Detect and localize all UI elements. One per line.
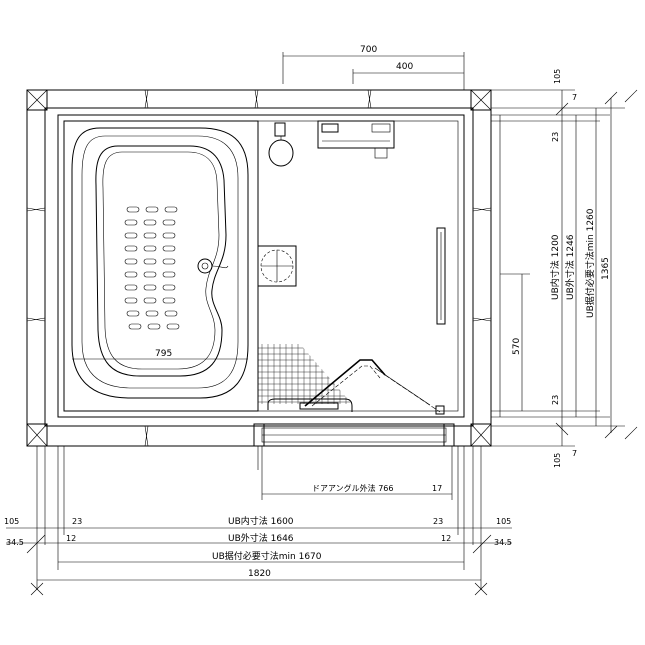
- tick-bottom-right: [624, 426, 638, 440]
- bottom-wall-extensions: [36, 446, 482, 590]
- ub-required-1670-label: UB据付必要寸法min 1670: [212, 550, 322, 562]
- right-12-label: 12: [441, 534, 451, 543]
- stud-marks: [26, 89, 492, 447]
- tub-drain: [197, 258, 229, 274]
- corner-post-top-left: [26, 89, 48, 111]
- dim-1820-label: 1820: [248, 569, 271, 579]
- floor-drain: [257, 245, 297, 287]
- folding-door: [267, 359, 445, 415]
- dim-1365-label: 1365: [601, 257, 611, 280]
- outer-walls: [26, 89, 625, 590]
- dim-17-label: 17: [432, 484, 442, 493]
- bottom-dimensions: 105 23 UB内寸法 1600 23 105 34.5 12 UB外寸法 1…: [4, 515, 512, 596]
- tub-antislip-pattern: [124, 206, 180, 330]
- dim-700-label: 700: [360, 45, 377, 55]
- towel-bar: [436, 227, 446, 325]
- top-dimensions: 700 400: [282, 45, 465, 90]
- right-105-label: 105: [496, 517, 511, 526]
- left-12-label: 12: [66, 534, 76, 543]
- corner-post-top-right: [470, 89, 492, 111]
- ub-inner-1200-label: UB内寸法 1200: [549, 234, 561, 300]
- right-dimensions: 105 7 23 UB内寸法 1200 UB外寸法 1246 UB据付必要寸法m…: [500, 69, 638, 468]
- right-34-5-label: 34.5: [494, 538, 512, 547]
- shower-head: [268, 122, 294, 167]
- left-105-label: 105: [4, 517, 19, 526]
- bathtub: 795: [63, 120, 259, 412]
- dim-7-bottom-label: 7: [572, 449, 577, 458]
- dim-105-top-label: 105: [553, 69, 562, 84]
- ub-outer-1646-label: UB外寸法 1646: [228, 532, 294, 544]
- left-34-5-label: 34.5: [6, 538, 24, 547]
- dim-400-label: 400: [396, 62, 413, 72]
- right-23-label: 23: [433, 517, 443, 526]
- dim-105-bottom-label: 105: [553, 453, 562, 468]
- door-dimension: ドアアングル外法 766 17: [262, 483, 452, 495]
- tick-top-right: [624, 89, 638, 103]
- dim-23-bottom-label: 23: [551, 395, 560, 405]
- right-wall-extensions: [491, 89, 625, 447]
- left-23-label: 23: [72, 517, 82, 526]
- door-threshold: [253, 423, 455, 500]
- mixer-faucet: [317, 120, 395, 159]
- dim-23-top-label: 23: [551, 132, 560, 142]
- ub-outer-1246-label: UB外寸法 1246: [564, 234, 576, 300]
- ub-required-1260-label: UB据付必要寸法min 1260: [584, 208, 596, 318]
- dim-570-label: 570: [512, 338, 522, 355]
- door-angle-766-label: ドアアングル外法 766: [312, 483, 394, 493]
- tub-length-label: 795: [155, 349, 172, 359]
- ub-inner-1600-label: UB内寸法 1600: [228, 515, 294, 527]
- dim-7-top-label: 7: [572, 93, 577, 102]
